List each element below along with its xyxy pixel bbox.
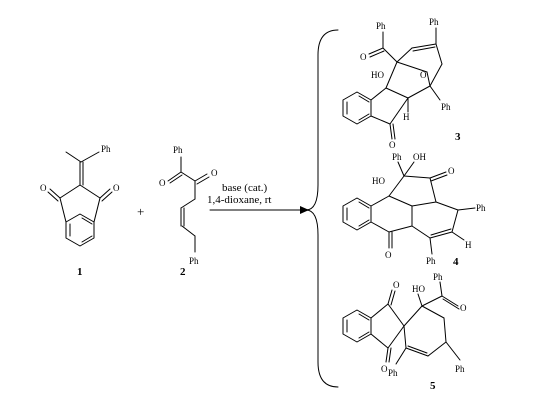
product-5-o-top: O	[393, 280, 400, 290]
reactant-2-structure	[167, 156, 210, 253]
reactant-1-number: 1	[77, 266, 83, 278]
reaction-arrow	[209, 206, 309, 214]
plus-sign: +	[137, 204, 144, 219]
product-4-ph-right: Ph	[476, 203, 486, 213]
product-3-structure	[342, 27, 443, 140]
product-3-o-bridge: O	[420, 70, 427, 80]
reactant-2-ph-top: Ph	[173, 145, 183, 155]
product-5-ph-left: Ph	[388, 368, 398, 378]
product-4-oh: OH	[413, 152, 426, 162]
conditions-line-2: 1,4-dioxane, rt	[207, 194, 271, 206]
product-4-o-ketone-left: O	[385, 250, 392, 260]
product-5-number: 5	[430, 380, 436, 392]
product-3-ho: HO	[371, 70, 384, 80]
product-4-number: 4	[453, 256, 459, 268]
conditions-line-1: base (cat.)	[222, 182, 268, 194]
reactant-2-o-lower: O	[211, 168, 218, 178]
reactant-1-ph-label: Ph	[101, 144, 111, 154]
product-4-ho: HO	[372, 176, 385, 186]
product-4-h: H	[465, 240, 472, 250]
product-5-ph-right: Ph	[455, 364, 465, 374]
product-3-ph-alkene: Ph	[429, 17, 439, 27]
product-5-ph-acyl: Ph	[433, 272, 443, 282]
reactant-2-o-upper: O	[159, 178, 166, 188]
product-5-o-acyl: O	[460, 303, 467, 313]
reactant-1-o-left: O	[40, 183, 47, 193]
reactant-2-ph-bottom: Ph	[189, 256, 199, 266]
reactant-1-o-right: O	[113, 183, 120, 193]
product-5-o-bottom: O	[381, 364, 388, 374]
product-3-o-ketone: O	[389, 140, 396, 150]
product-5-structure	[342, 281, 461, 365]
product-3-ph-acyl: Ph	[376, 21, 386, 31]
reactant-1-structure	[47, 151, 113, 247]
product-3-h: H	[403, 112, 410, 122]
product-4-o-ketone-right: O	[448, 166, 455, 176]
product-4-ph-bottom: Ph	[426, 256, 436, 266]
product-4-ph-top: Ph	[392, 152, 402, 162]
product-3-o-acyl: O	[360, 52, 367, 62]
product-5-ho: HO	[412, 284, 425, 294]
product-4-structure	[342, 161, 476, 255]
reactant-2-number: 2	[180, 266, 186, 278]
product-brace	[305, 29, 339, 388]
product-3-number: 3	[455, 131, 461, 143]
product-3-ph-lower: Ph	[441, 102, 451, 112]
